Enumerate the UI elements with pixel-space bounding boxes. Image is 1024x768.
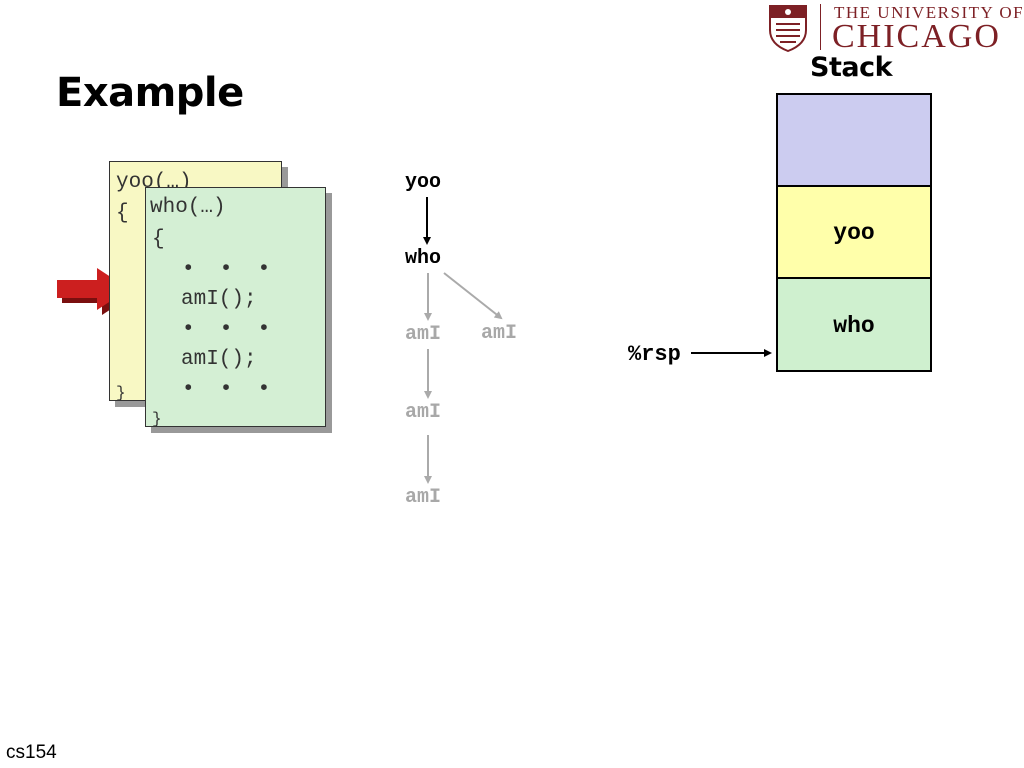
code-line: { — [152, 228, 165, 251]
code-line: who(…) — [150, 196, 226, 219]
call-node-ami: amI — [481, 322, 518, 345]
code-line: amI(); — [181, 288, 257, 311]
stack-label: Stack — [810, 52, 893, 83]
slide-footer: cs154 — [6, 742, 57, 763]
logo-line-1: THE UNIVERSITY OF — [834, 3, 1024, 22]
logo-separator — [820, 4, 821, 50]
code-line: • • • — [182, 258, 271, 281]
code-line: • • • — [182, 378, 271, 401]
stack-frame-label: yoo — [833, 220, 875, 246]
stack-frame-label: who — [833, 313, 875, 339]
shield-icon — [769, 5, 807, 52]
logo-line-2: CHICAGO — [832, 18, 1001, 55]
code-line: • • • — [182, 318, 271, 341]
call-node-ami: amI — [405, 323, 442, 346]
code-line: amI(); — [181, 348, 257, 371]
university-logo: THE UNIVERSITY OF CHICAGO — [766, 0, 1024, 56]
stack-frame-who: who — [776, 277, 932, 372]
call-node-yoo: yoo — [405, 171, 442, 194]
call-node-ami: amI — [405, 486, 442, 509]
code-line: } — [152, 410, 162, 428]
stack-frame-yoo: yoo — [776, 185, 932, 279]
code-line: { — [116, 202, 129, 225]
code-card-who: who(…) { • • • amI(); • • • amI(); • • •… — [145, 187, 326, 428]
slide-title: Example — [56, 70, 244, 116]
edge-who-ami — [443, 272, 503, 320]
code-line: } — [116, 384, 126, 402]
stack-frame-caller — [776, 93, 932, 187]
call-node-who: who — [405, 247, 442, 270]
stack-pointer-label: %rsp — [628, 342, 681, 367]
call-node-ami: amI — [405, 401, 442, 424]
